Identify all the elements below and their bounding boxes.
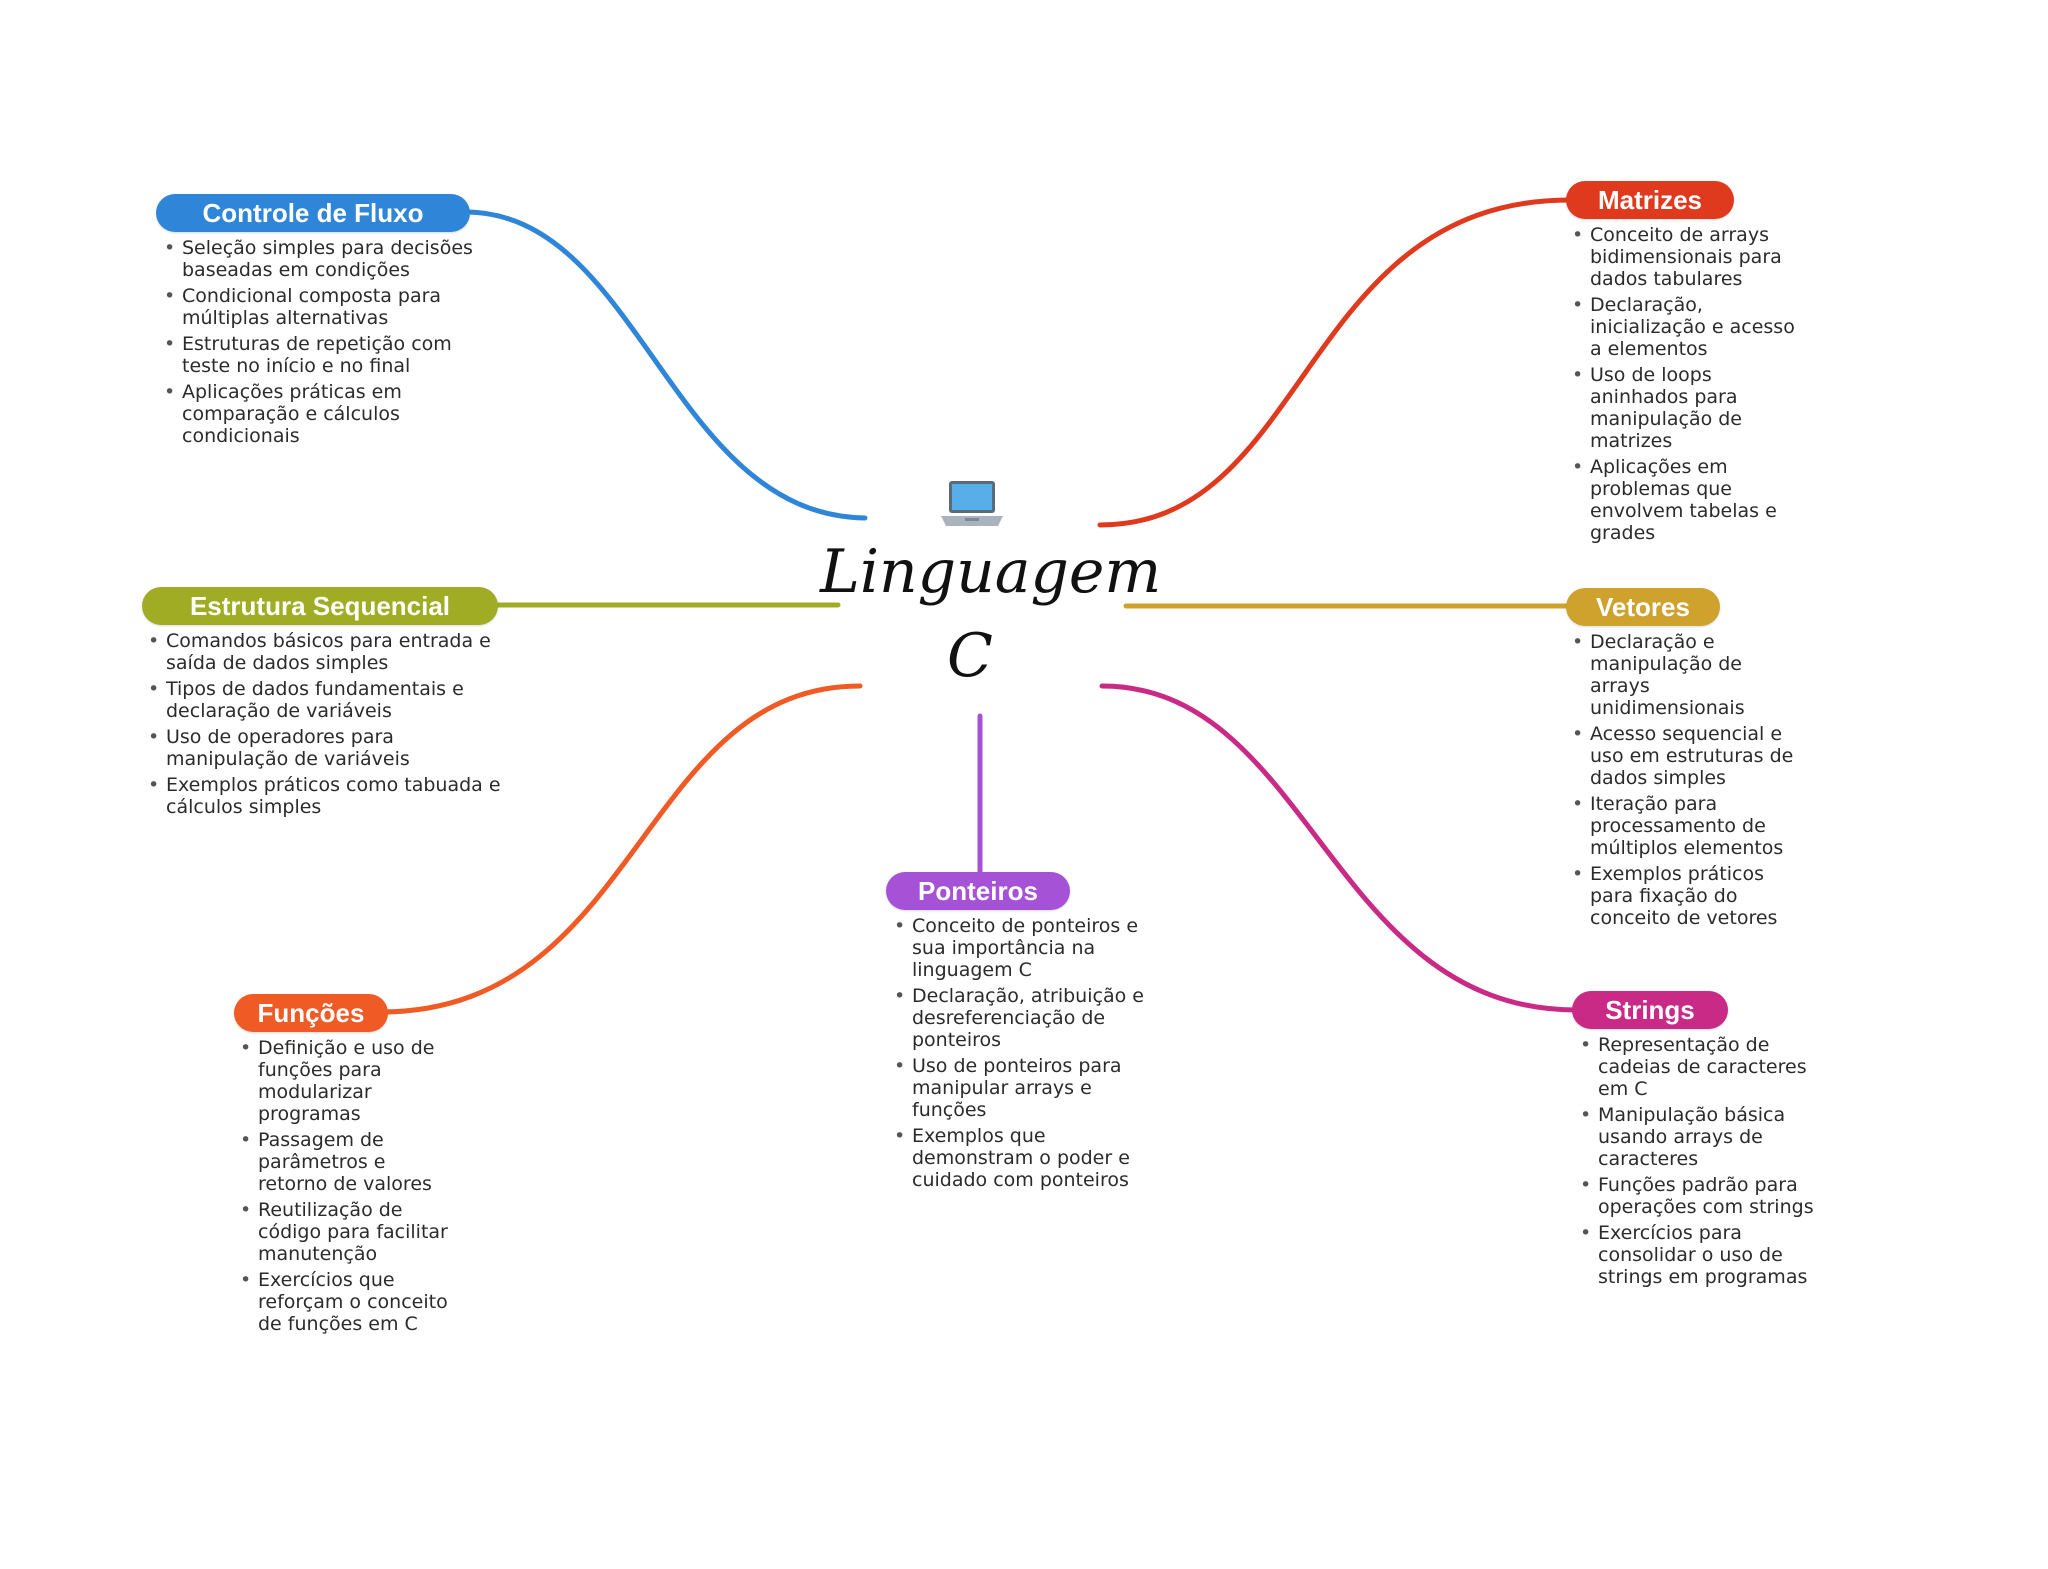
list-item: Declaração, inicialização e acesso a ele… bbox=[1568, 294, 1804, 360]
list-item: Exercícios para consolidar o uso de stri… bbox=[1576, 1222, 1820, 1288]
list-item: Estruturas de repetição com teste no iní… bbox=[160, 333, 500, 377]
list-item: Declaração, atribuição e desreferenciaçã… bbox=[890, 985, 1150, 1051]
list-item: Conceito de arrays bidimensionais para d… bbox=[1568, 224, 1804, 290]
list-item: Iteração para processamento de múltiplos… bbox=[1568, 793, 1804, 859]
list-item: Comandos básicos para entrada e saída de… bbox=[144, 630, 516, 674]
list-item: Passagem de parâmetros e retorno de valo… bbox=[236, 1129, 456, 1195]
list-item: Aplicações práticas em comparação e cálc… bbox=[160, 381, 500, 447]
ponteiros-notes: Conceito de ponteiros e sua importância … bbox=[890, 915, 1150, 1195]
list-item: Representação de cadeias de caracteres e… bbox=[1576, 1034, 1820, 1100]
link-strings bbox=[1099, 683, 1579, 1013]
list-item: Manipulação básica usando arrays de cara… bbox=[1576, 1104, 1820, 1170]
link-matrizes bbox=[1097, 197, 1573, 528]
list-item: Acesso sequencial e uso em estruturas de… bbox=[1568, 723, 1804, 789]
list-item: Exemplos práticos como tabuada e cálculo… bbox=[144, 774, 516, 818]
list-item: Funções padrão para operações com string… bbox=[1576, 1174, 1820, 1218]
list-item: Exemplos que demonstram o poder e cuidad… bbox=[890, 1125, 1150, 1191]
link-funcoes bbox=[380, 683, 863, 1015]
vetores-notes: Declaração e manipulação de arrays unidi… bbox=[1568, 631, 1804, 933]
strings-notes: Representação de cadeias de caracteres e… bbox=[1576, 1034, 1820, 1292]
funcoes-notes: Definição e uso de funções para modulari… bbox=[236, 1037, 456, 1339]
branch-ponteiros[interactable]: Ponteiros bbox=[886, 872, 1070, 910]
list-item: Definição e uso de funções para modulari… bbox=[236, 1037, 456, 1125]
list-item: Tipos de dados fundamentais e declaração… bbox=[144, 678, 516, 722]
branch-vetores[interactable]: Vetores bbox=[1566, 588, 1720, 626]
list-item: Seleção simples para decisões baseadas e… bbox=[160, 237, 500, 281]
branch-estrutura-sequencial[interactable]: Estrutura Sequencial bbox=[142, 587, 498, 625]
list-item: Condicional composta para múltiplas alte… bbox=[160, 285, 500, 329]
link-controle-de-fluxo bbox=[462, 209, 868, 521]
branch-matrizes[interactable]: Matrizes bbox=[1566, 181, 1734, 219]
branch-controle-de-fluxo[interactable]: Controle de Fluxo bbox=[156, 194, 470, 232]
list-item: Exercícios que reforçam o conceito de fu… bbox=[236, 1269, 456, 1335]
controle-de-fluxo-notes: Seleção simples para decisões baseadas e… bbox=[160, 237, 500, 451]
list-item: Declaração e manipulação de arrays unidi… bbox=[1568, 631, 1804, 719]
branch-funcoes[interactable]: Funções bbox=[234, 994, 388, 1032]
list-item: Exemplos práticos para fixação do concei… bbox=[1568, 863, 1804, 929]
branch-strings[interactable]: Strings bbox=[1572, 991, 1728, 1029]
list-item: Uso de loops aninhados para manipulação … bbox=[1568, 364, 1804, 452]
list-item: Aplicações em problemas que envolvem tab… bbox=[1568, 456, 1804, 544]
central-topic: Linguagem C bbox=[820, 537, 1162, 691]
estrutura-sequencial-notes: Comandos básicos para entrada e saída de… bbox=[144, 630, 516, 822]
list-item: Reutilização de código para facilitar ma… bbox=[236, 1199, 456, 1265]
list-item: Conceito de ponteiros e sua importância … bbox=[890, 915, 1150, 981]
laptop-icon bbox=[941, 481, 1003, 526]
matrizes-notes: Conceito de arrays bidimensionais para d… bbox=[1568, 224, 1804, 548]
list-item: Uso de operadores para manipulação de va… bbox=[144, 726, 516, 770]
list-item: Uso de ponteiros para manipular arrays e… bbox=[890, 1055, 1150, 1121]
